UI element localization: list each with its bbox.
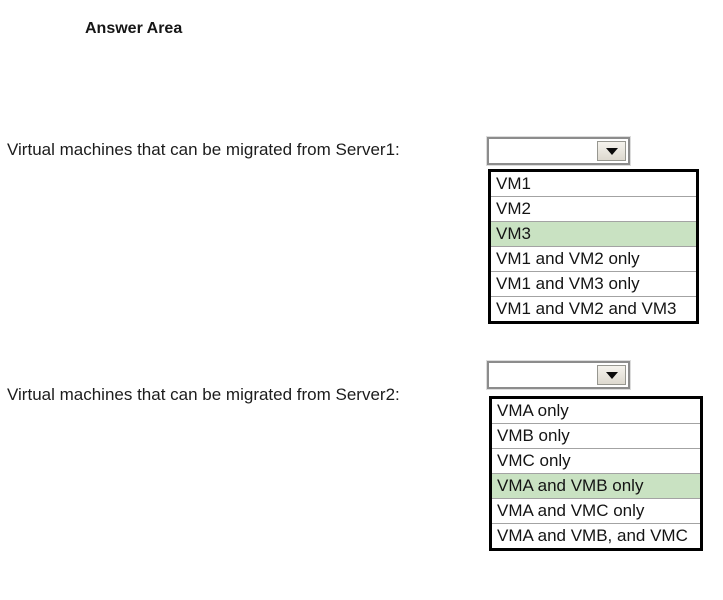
option-item[interactable]: VMA only (492, 399, 700, 424)
option-item[interactable]: VMA and VMB only (492, 474, 700, 499)
question1-options-list: VM1 VM2 VM3 VM1 and VM2 only VM1 and VM3… (488, 169, 699, 324)
chevron-down-icon (605, 371, 618, 379)
option-item[interactable]: VM2 (491, 197, 696, 222)
answer-area-title: Answer Area (85, 20, 183, 37)
question2-label: Virtual machines that can be migrated fr… (7, 385, 400, 404)
option-item[interactable]: VM1 and VM2 and VM3 (491, 297, 696, 321)
option-item[interactable]: VM1 and VM2 only (491, 247, 696, 272)
question2-options-list: VMA only VMB only VMC only VMA and VMB o… (489, 396, 703, 551)
question2-dropdown-button[interactable] (597, 365, 626, 385)
option-item[interactable]: VM1 (491, 172, 696, 197)
option-item[interactable]: VMC only (492, 449, 700, 474)
question1-label: Virtual machines that can be migrated fr… (7, 140, 400, 159)
question2-dropdown[interactable] (487, 361, 630, 389)
option-item[interactable]: VMB only (492, 424, 700, 449)
option-item[interactable]: VM1 and VM3 only (491, 272, 696, 297)
chevron-down-icon (605, 147, 618, 155)
option-item[interactable]: VMA and VMB, and VMC (492, 524, 700, 548)
question1-dropdown[interactable] (487, 137, 630, 165)
question1-dropdown-button[interactable] (597, 141, 626, 161)
option-item[interactable]: VMA and VMC only (492, 499, 700, 524)
option-item[interactable]: VM3 (491, 222, 696, 247)
